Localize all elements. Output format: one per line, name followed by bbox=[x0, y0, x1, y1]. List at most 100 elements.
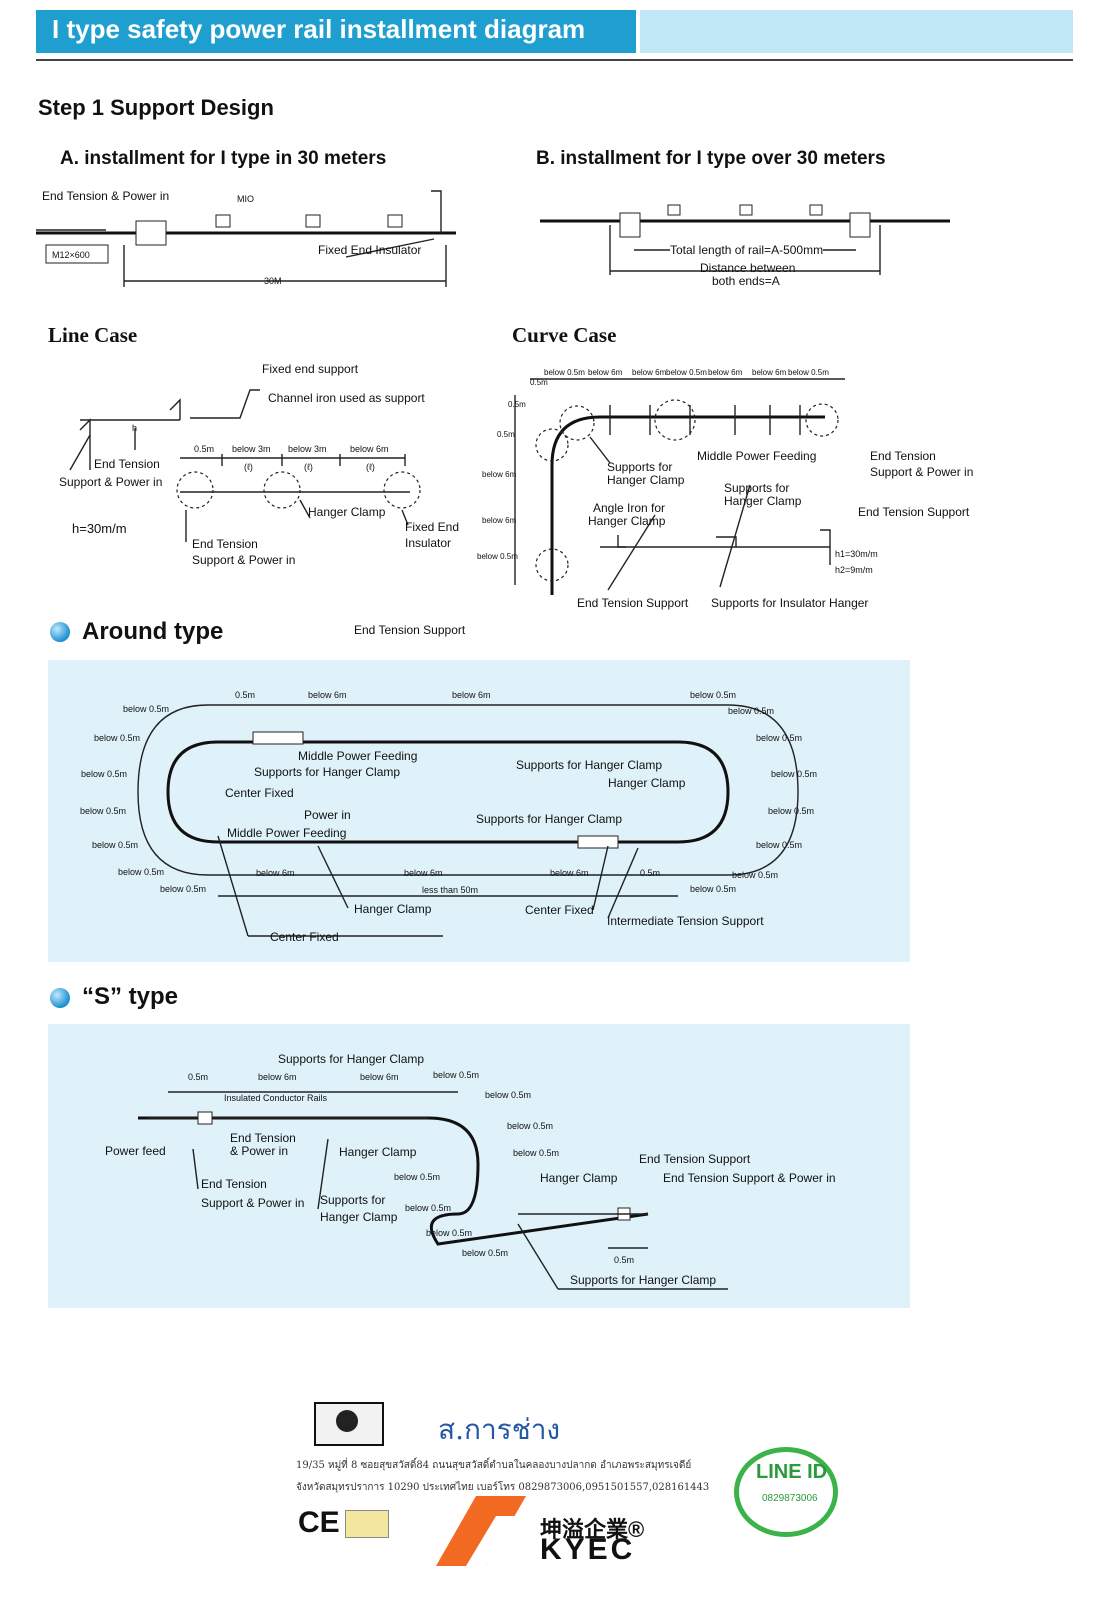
label-c-middle-power: Middle Power Feeding bbox=[697, 449, 817, 463]
s-l15: Supports for bbox=[320, 1193, 386, 1207]
around-caption: End Tension Support bbox=[354, 623, 466, 637]
label-c-h2: h2=9m/m bbox=[835, 565, 873, 575]
label-a-mio: MIO bbox=[237, 194, 254, 204]
line-id-badge bbox=[734, 1447, 838, 1537]
company-logo bbox=[314, 1402, 384, 1446]
label-c-5: below 6m bbox=[708, 368, 743, 377]
label-channel-iron: Channel iron used as support bbox=[268, 391, 425, 405]
label-c-hanger-clamp: Hanger Clamp bbox=[607, 473, 685, 487]
label-b-both-ends: both ends=A bbox=[712, 274, 780, 288]
around-l33: Intermediate Tension Support bbox=[607, 914, 764, 928]
around-l5: below 0.5m bbox=[728, 706, 775, 716]
kyec-logo-icon bbox=[436, 1496, 526, 1566]
label-line-insulator: Insulator bbox=[405, 536, 452, 550]
label-line-b3a: below 3m bbox=[232, 444, 271, 454]
header-rule bbox=[36, 59, 1073, 61]
address-line-1: 19/35 หมู่ที่ 8 ซอยสุขสวัสดิ์84 ถนนสุขสว… bbox=[296, 1460, 692, 1471]
ce-mark: CE bbox=[298, 1506, 340, 1539]
label-line-l1: (ℓ) bbox=[244, 462, 253, 472]
s-l24: 0.5m bbox=[614, 1255, 635, 1265]
label-c-end-tension-support: End Tension Support bbox=[858, 505, 970, 519]
bullet-icon bbox=[50, 622, 70, 642]
label-line-l2: (ℓ) bbox=[304, 462, 313, 472]
around-l14: Center Fixed bbox=[225, 786, 294, 800]
label-line-fixed-end: Fixed End bbox=[405, 520, 460, 534]
label-h-30: h=30m/m bbox=[72, 521, 127, 536]
around-l13: Hanger Clamp bbox=[608, 776, 686, 790]
label-c-insulator-hanger: Supports for Insulator Hanger bbox=[711, 596, 869, 610]
step-heading: Step 1 Support Design bbox=[38, 95, 274, 120]
s-type-diagram bbox=[138, 1091, 728, 1290]
around-l22: below 0.5m bbox=[118, 867, 165, 877]
around-l29: below 0.5m bbox=[690, 884, 737, 894]
cert-badge-icon bbox=[345, 1510, 389, 1538]
label-c-2: below 6m bbox=[588, 368, 623, 377]
label-line-05: 0.5m bbox=[194, 444, 215, 454]
header-bar-light bbox=[640, 10, 1073, 53]
s-l13: End Tension bbox=[201, 1177, 267, 1191]
label-b-total-length: Total length of rail=A-500mm bbox=[670, 243, 824, 257]
s-l10: & Power in bbox=[230, 1144, 289, 1158]
s-l3: below 6m bbox=[360, 1072, 399, 1082]
brand-name: KYEC bbox=[540, 1533, 636, 1566]
section-a-title: A. installment for I type in 30 meters bbox=[60, 148, 387, 169]
label-c-angle-iron: Angle Iron for bbox=[593, 501, 666, 515]
label-fixed-end-support: Fixed end support bbox=[262, 362, 359, 376]
around-l20: below 0.5m bbox=[92, 840, 139, 850]
header-bar bbox=[36, 10, 636, 53]
bullet-icon bbox=[50, 988, 70, 1008]
label-line-h: h bbox=[132, 423, 138, 433]
around-l34: Center Fixed bbox=[270, 930, 339, 944]
around-l25: below 6m bbox=[404, 868, 443, 878]
label-c-end-tension-support2: End Tension Support bbox=[577, 596, 689, 610]
line-case-diagram bbox=[69, 389, 421, 542]
s-type-title: “S” type bbox=[82, 983, 179, 1010]
s-l25: Supports for Hanger Clamp bbox=[570, 1273, 717, 1287]
s-l4: below 0.5m bbox=[433, 1070, 480, 1080]
around-l32: Center Fixed bbox=[525, 903, 594, 917]
label-line-support-power: Support & Power in bbox=[59, 475, 163, 489]
line-case-title: Line Case bbox=[48, 323, 138, 347]
around-l17: Supports for Hanger Clamp bbox=[476, 812, 623, 826]
s-l14: Support & Power in bbox=[201, 1196, 305, 1210]
around-l23: below 0.5m bbox=[732, 870, 779, 880]
label-c-1: below 0.5m bbox=[544, 368, 585, 377]
s-l6: below 0.5m bbox=[507, 1121, 554, 1131]
label-c-10: 0.5m bbox=[497, 430, 515, 439]
s-l19: below 0.5m bbox=[426, 1228, 473, 1238]
company-name: ส.การช่าง bbox=[438, 1413, 561, 1446]
around-l26: below 6m bbox=[550, 868, 589, 878]
s-l21: Hanger Clamp bbox=[540, 1171, 618, 1185]
section-a-diagram bbox=[36, 190, 456, 287]
label-c-12: below 6m bbox=[482, 516, 517, 525]
around-l16: Middle Power Feeding bbox=[227, 826, 347, 840]
label-c-end-tension: End Tension bbox=[870, 449, 936, 463]
label-c-11: below 6m bbox=[482, 470, 517, 479]
label-c-3: below 6m bbox=[632, 368, 667, 377]
around-l15: Power in bbox=[304, 808, 351, 822]
label-line-end-tension2: End Tension bbox=[192, 537, 258, 551]
s-l11: Power feed bbox=[105, 1144, 166, 1158]
around-l11: Supports for Hanger Clamp bbox=[254, 765, 401, 779]
s-l1: 0.5m bbox=[188, 1072, 209, 1082]
s-l2: below 6m bbox=[258, 1072, 297, 1082]
around-l0: 0.5m bbox=[235, 690, 256, 700]
around-l8: below 0.5m bbox=[81, 769, 128, 779]
label-line-hanger-clamp: Hanger Clamp bbox=[308, 505, 386, 519]
around-l3: below 0.5m bbox=[690, 690, 737, 700]
around-l27: 0.5m bbox=[640, 868, 661, 878]
around-type-panel bbox=[48, 660, 910, 962]
around-l2: below 6m bbox=[452, 690, 491, 700]
around-l31: Hanger Clamp bbox=[354, 902, 432, 916]
curve-case-title: Curve Case bbox=[512, 323, 617, 347]
s-l12: Hanger Clamp bbox=[339, 1145, 417, 1159]
label-line-support-power2: Support & Power in bbox=[192, 553, 296, 567]
address-line-2: จังหวัดสมุทรปราการ 10290 ประเทศไทย เบอร์… bbox=[296, 1482, 710, 1493]
label-c-7: below 0.5m bbox=[788, 368, 829, 377]
around-l28: below 0.5m bbox=[160, 884, 207, 894]
label-line-b6: below 6m bbox=[350, 444, 389, 454]
around-l24: below 6m bbox=[256, 868, 295, 878]
brand-chinese: 坤溢企業® bbox=[540, 1517, 645, 1542]
around-l19: below 0.5m bbox=[768, 806, 815, 816]
s-l20: below 0.5m bbox=[462, 1248, 509, 1258]
